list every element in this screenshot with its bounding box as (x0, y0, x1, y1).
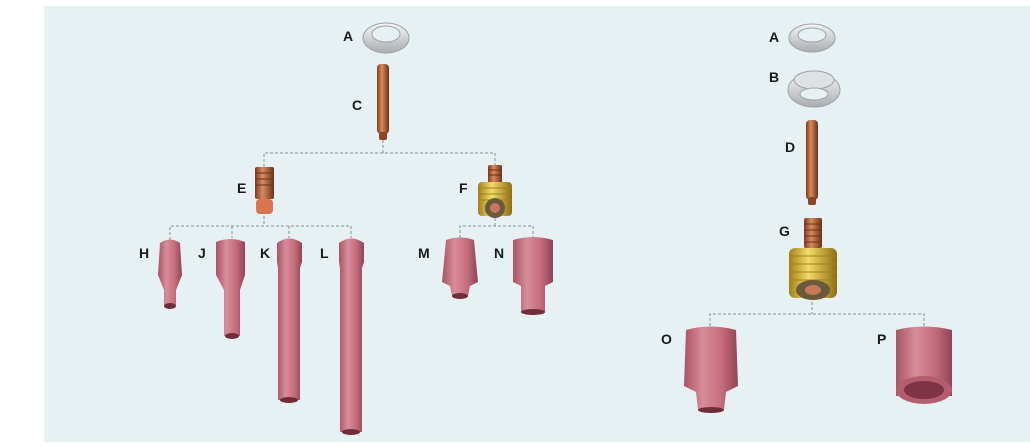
part-m-nozzle (442, 238, 478, 300)
part-d-collet (806, 120, 818, 205)
label-k: K (260, 245, 270, 261)
label-d: D (785, 139, 795, 155)
label-m: M (418, 245, 430, 261)
label-f: F (459, 180, 468, 196)
part-p-cup-nozzle (896, 327, 952, 405)
part-a-insulator-ring (363, 23, 409, 53)
part-h-nozzle (158, 240, 182, 310)
part-e-collet-body (255, 167, 274, 214)
part-b-large-gasket (788, 71, 840, 107)
label-o: O (661, 331, 672, 347)
label-a-right: A (769, 29, 779, 45)
label-g: G (779, 223, 790, 239)
part-o-nozzle (684, 327, 738, 414)
part-j-nozzle (216, 239, 245, 339)
label-l: L (320, 245, 329, 261)
right-tree-connectors (710, 302, 924, 326)
part-f-gas-lens (478, 165, 512, 218)
part-g-gas-lens (789, 218, 837, 300)
part-c-collet (377, 64, 389, 140)
label-p: P (877, 331, 886, 347)
label-n: N (494, 245, 504, 261)
label-h: H (139, 245, 149, 261)
label-j: J (198, 245, 206, 261)
label-a: A (343, 28, 353, 44)
part-n-nozzle (513, 237, 553, 315)
label-c: C (352, 97, 362, 113)
label-b: B (769, 69, 779, 85)
label-e: E (237, 180, 246, 196)
part-a-insulator-ring-right (789, 24, 835, 52)
part-k-nozzle (277, 239, 302, 404)
part-l-nozzle (339, 239, 364, 436)
